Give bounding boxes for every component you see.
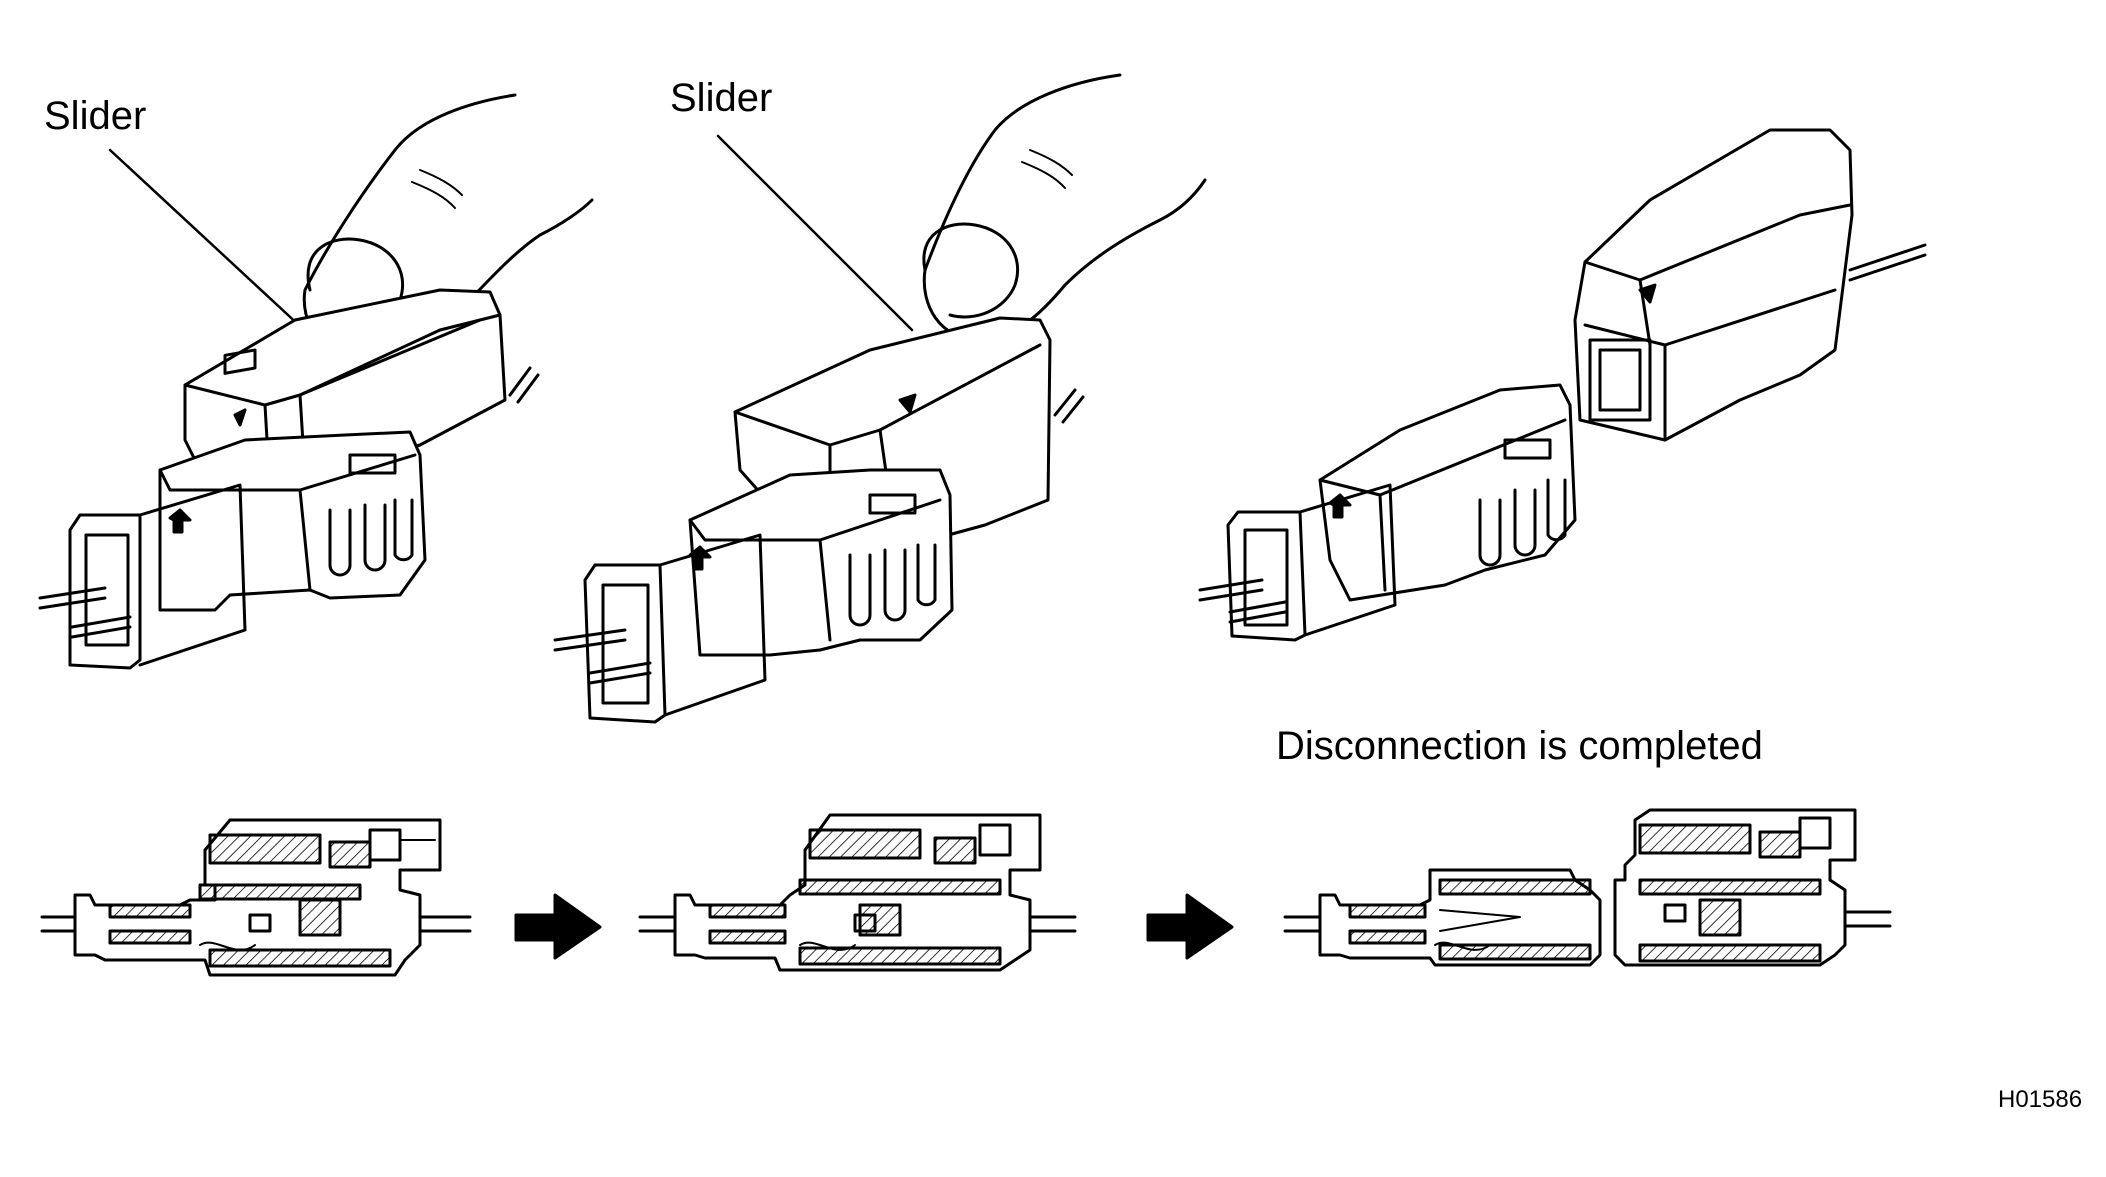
cross-section-2 [638, 813, 1077, 972]
step-arrow-2 [1146, 893, 1234, 960]
disconnection-caption: Disconnection is completed [1276, 724, 1763, 768]
step-arrow-1 [514, 893, 602, 960]
slider-label-2: Slider [670, 76, 773, 120]
male-housing [1318, 383, 1577, 602]
connector-step-2 [553, 73, 1207, 724]
cross-section-1 [40, 818, 472, 977]
connector-step-3 [1198, 128, 1927, 642]
cross-section-3-male [1283, 868, 1602, 967]
lower-housing-1 [158, 430, 427, 612]
slider-label-1: Slider [44, 94, 147, 138]
female-housing [1573, 128, 1854, 442]
cross-section-3-female [1613, 808, 1892, 967]
finger-2 [922, 73, 1207, 342]
connector-step-1 [38, 93, 594, 670]
figure-code: H01586 [1998, 1086, 2083, 1113]
